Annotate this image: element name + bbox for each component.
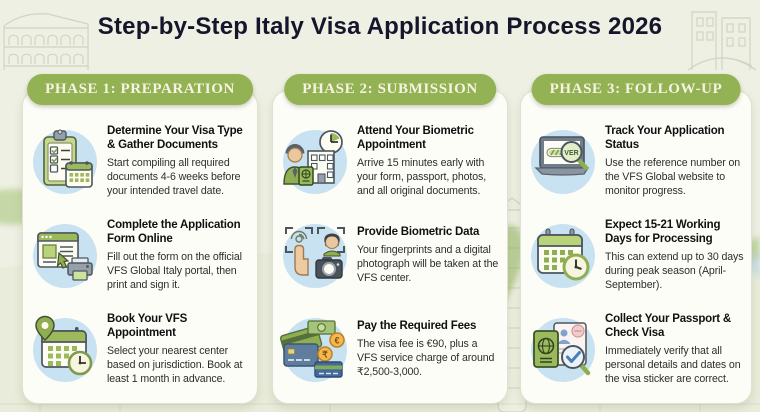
step-provide-biometric-data: Provide Biometric Data Your fingerprints… bbox=[283, 211, 500, 301]
step-collect-passport: Collect Your Passport & Check Visa Immed… bbox=[531, 305, 744, 395]
step-title: Track Your Application Status bbox=[605, 125, 725, 152]
step-determine-visa-type: Determine Your Visa Type & Gather Docume… bbox=[33, 117, 250, 207]
step-track-status: VER Track Your Application Status Use th… bbox=[531, 117, 744, 207]
phase-1-header: PHASE 1: PREPARATION bbox=[27, 74, 253, 105]
step-processing-time: Expect 15-21 Working Days for Processing… bbox=[531, 211, 744, 301]
step-description: Use the reference number on the VFS Glob… bbox=[605, 156, 741, 197]
step-title: Determine Your Visa Type & Gather Docume… bbox=[107, 125, 243, 152]
passport-visa-check-icon bbox=[531, 318, 595, 382]
step-title: Pay the Required Fees bbox=[357, 320, 477, 333]
rupee-coin-symbol: ₹ bbox=[322, 350, 328, 360]
online-form-printer-icon bbox=[33, 224, 97, 288]
payment-cards-coins-icon: € ₹ bbox=[279, 318, 347, 382]
magnifier-label: VER bbox=[564, 150, 578, 157]
step-attend-biometric: Attend Your Biometric Appointment Arrive… bbox=[283, 117, 500, 207]
step-title: Collect Your Passport & Check Visa bbox=[605, 313, 731, 340]
phase-1-card: PHASE 1: PREPARATION bbox=[22, 74, 258, 404]
step-description: Select your nearest center based on juri… bbox=[107, 344, 243, 385]
step-description: Immediately verify that all personal det… bbox=[605, 344, 741, 385]
step-book-appointment: Book Your VFS Appointment Select your ne… bbox=[33, 305, 250, 395]
step-description: Start compiling all required documents 4… bbox=[107, 156, 241, 197]
phase-2-card: PHASE 2: SUBMISSION bbox=[272, 74, 508, 404]
step-title: Provide Biometric Data bbox=[357, 226, 480, 239]
person-office-clock-icon bbox=[283, 130, 347, 194]
step-description: Fill out the form on the official VFS Gl… bbox=[107, 250, 242, 291]
step-complete-form-online: Complete the Application Form Online Fil… bbox=[33, 211, 250, 301]
step-description: The visa fee is €90, plus a VFS service … bbox=[357, 337, 495, 378]
step-description: This can extend up to 30 days during pea… bbox=[605, 250, 744, 291]
phase-3-card: PHASE 3: FOLLOW-UP VER bbox=[520, 74, 752, 404]
step-title: Attend Your Biometric Appointment bbox=[357, 125, 474, 152]
step-description: Your fingerprints and a digital photogra… bbox=[357, 243, 499, 284]
phase-2-header: PHASE 2: SUBMISSION bbox=[284, 74, 496, 105]
calendar-processing-clock-icon bbox=[531, 224, 595, 288]
step-title: Expect 15-21 Working Days for Processing bbox=[605, 219, 721, 246]
fingerprint-camera-icon bbox=[283, 224, 347, 288]
page-title: Step-by-Step Italy Visa Application Proc… bbox=[97, 13, 663, 40]
euro-coin-symbol: € bbox=[334, 336, 339, 346]
phase-3-header: PHASE 3: FOLLOW-UP bbox=[531, 74, 741, 105]
laptop-status-magnifier-icon: VER bbox=[531, 130, 595, 194]
step-title: Complete the Application Form Online bbox=[107, 219, 241, 246]
calendar-location-clock-icon bbox=[33, 315, 97, 382]
step-pay-fees: € ₹ Pay the Required Fees The visa fee i… bbox=[279, 305, 500, 395]
step-description: Arrive 15 minutes early with your form, … bbox=[357, 156, 487, 197]
clipboard-checklist-calendar-icon bbox=[33, 129, 97, 194]
step-title: Book Your VFS Appointment bbox=[107, 313, 188, 340]
